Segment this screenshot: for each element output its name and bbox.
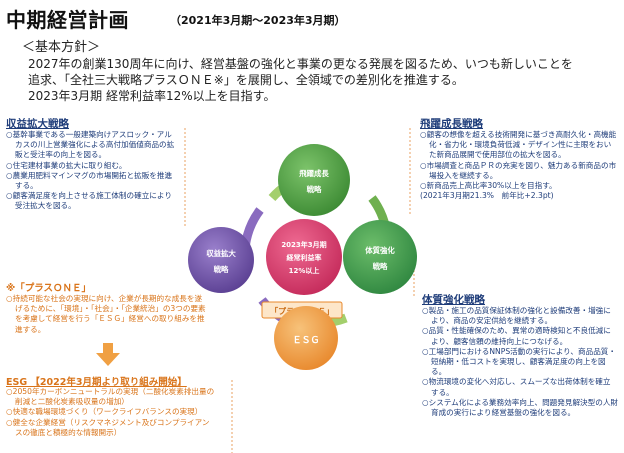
esg-heading: ESG 【2022年3月期より取り組み開始】 — [6, 377, 187, 388]
leap-growth-list: ○顧客の想像を超える技術開発に基づき高耐久化・高機能化・省力化・環境負荷低減・デ… — [420, 130, 618, 201]
svg-text:戦略: 戦略 — [373, 262, 388, 271]
intro-line: 2023年3月期 経常利益率12%以上を目指す。 — [28, 89, 276, 103]
plan-period: （2021年3月期～2023年3月期） — [170, 14, 346, 27]
svg-text:2023年3月期: 2023年3月期 — [281, 240, 326, 249]
list-item: ○新商品売上高比率30%以上を目指す。 — [420, 181, 557, 191]
left-node: 収益拡大 戦略 — [188, 227, 254, 293]
list-item: ○住宅建材事業の拡大に取り組む。 — [6, 160, 127, 170]
connector-lines — [184, 128, 415, 453]
list-item: ○物流環境の変化へ対応し、スムーズな出荷体制を確立する。 — [422, 377, 611, 397]
intro-line: 追求、「全社三大戦略プラスＯＮＥ※」を展開し、全領域での差別化を推進する。 — [28, 73, 464, 87]
svg-text:経常利益率: 経常利益率 — [287, 253, 322, 262]
constitution-heading: 体質強化戦略 — [422, 294, 485, 306]
esg-list: ○2050年カーボンニュートラルの実現（二酸化炭素排出量の削減と二酸化炭素吸収量… — [6, 387, 216, 438]
top-node: 飛躍成長 戦略 — [278, 144, 350, 216]
page-title: 中期経営計画 — [6, 8, 129, 32]
constitution-list: ○製品・施工の品質保証体制の強化と設備改善・増強により、商品の安定供給を継続する… — [422, 306, 618, 418]
right-node: 体質強化 戦略 — [343, 220, 417, 294]
down-arrow-icon — [96, 343, 120, 366]
svg-text:体質強化: 体質強化 — [365, 246, 395, 255]
svg-text:戦略: 戦略 — [214, 265, 229, 274]
list-item: ○顧客の想像を超える技術開発に基づき高耐久化・高機能化・省力化・環境負荷低減・デ… — [420, 130, 617, 160]
svg-text:飛躍成長: 飛躍成長 — [298, 169, 329, 178]
list-item: ○システム化による業務効率向上、問題発見解決型の人財育成の実行により経営基盤の強… — [422, 397, 619, 418]
plus-one-text: ○持続可能な社会の実現に向け、企業が長期的な成長を遂げるために、「環境」・「社会… — [6, 294, 206, 334]
list-item: ○市場調査と商品ＰＲの充実を図り、魅力ある新商品の市場投入を継続する。 — [420, 160, 617, 180]
policy-heading: ＜基本方針＞ — [22, 40, 101, 55]
list-item: ○基幹事業である一般建築向けアスロック・アルカスの川上営業強化による高付加価値商… — [6, 130, 175, 160]
intro-line: 2027年の創業130周年に向け、経営基盤の強化と事業の更なる発展を図るため、い… — [28, 57, 573, 71]
center-node: 2023年3月期 経常利益率 12%以上 — [266, 219, 342, 295]
list-item: ○農業用肥料マインマグの市場開拓と拡販を推進する。 — [6, 170, 173, 191]
svg-text:12%以上: 12%以上 — [289, 266, 320, 275]
plus-one-heading: ※「プラスＯＮＥ」 — [6, 283, 92, 294]
list-item: (2021年3月期21.3% 前年比+2.3pt) — [420, 191, 554, 201]
svg-text:ＥＳＧ: ＥＳＧ — [292, 335, 319, 346]
intro-text: 2027年の創業130周年に向け、経営基盤の強化と事業の更なる発展を図るため、い… — [28, 56, 618, 104]
leap-growth-heading: 飛躍成長戦略 — [420, 118, 483, 130]
profit-expansion-list: ○基幹事業である一般建築向けアスロック・アルカスの川上営業強化による高付加価値商… — [6, 130, 178, 212]
profit-expansion-heading: 収益拡大戦略 — [6, 118, 69, 130]
bottom-node: ＥＳＧ — [274, 306, 338, 370]
list-item: ○製品・施工の品質保証体制の強化と設備改善・増強により、商品の安定供給を継続する… — [422, 306, 611, 326]
list-item: ○工場部門におけるNNPS活動の実行により、商品品質・短納期・低コストを実現し、… — [422, 346, 616, 377]
svg-text:戦略: 戦略 — [307, 185, 322, 194]
list-item: ○顧客満足度を向上させる施工体制の確立により受注拡大を図る。 — [6, 191, 172, 211]
list-item: ○2050年カーボンニュートラルの実現（二酸化炭素排出量の削減と二酸化炭素吸収量… — [6, 387, 215, 407]
svg-text:収益拡大: 収益拡大 — [206, 249, 236, 258]
list-item: ○健全な企業経営（リスクマネジメント及びコンプライアンスの徹底と積極的な情報開示… — [6, 417, 210, 437]
list-item: ○品質・性能確保のため、異常の適時検知と不良低減により、顧客信頼の維持向上につな… — [422, 326, 611, 346]
list-item: ○快適な職場環境づくり（ワークライフバランスの実現） — [6, 407, 203, 417]
